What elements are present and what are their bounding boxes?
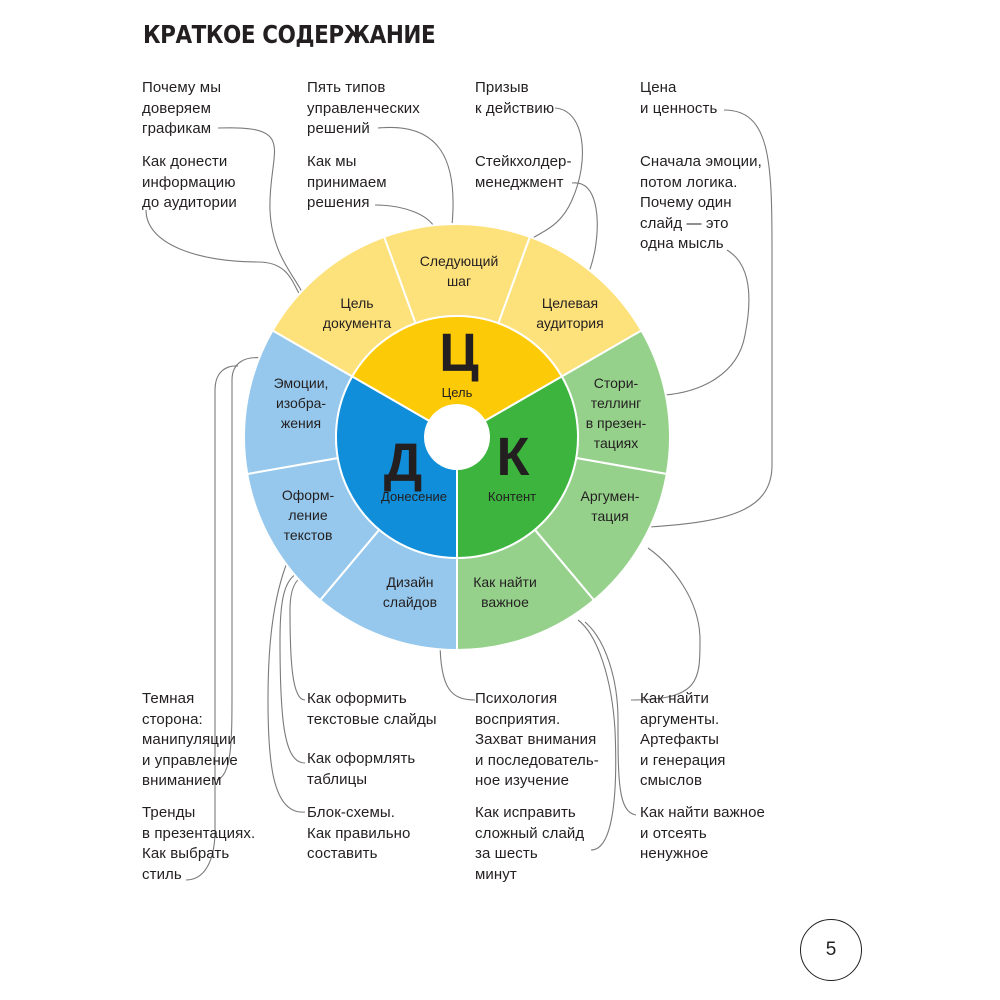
topic-perception-psychology[interactable]: Психология восприятия. Захват внимания и… <box>475 690 599 789</box>
connector-flowcharts <box>267 559 306 813</box>
topic-fix-slide[interactable]: Как исправить сложный слайд за шесть мин… <box>475 804 585 883</box>
topic-five-decision-types[interactable]: Пять типов управленческих решений <box>307 79 420 137</box>
topic-text-slides[interactable]: Как оформить текстовые слайды <box>307 690 437 728</box>
topic-find-important[interactable]: Как найти важное и отсеять ненужное <box>640 804 765 862</box>
connector-how-deliver-info <box>145 209 301 296</box>
connector-perception-psychology <box>439 639 476 701</box>
topic-how-we-decide[interactable]: Как мы принимаем решения <box>307 153 387 211</box>
connector-text-slides <box>289 574 311 701</box>
segment-label-delivery-3: Эмоции,изобра-жения <box>274 375 329 431</box>
page-title: КРАТКОЕ СОДЕРЖАНИЕ <box>143 20 436 49</box>
page-number-text: 5 <box>825 939 837 960</box>
connector-emotions-then-logic <box>664 249 750 396</box>
topic-how-deliver-info[interactable]: Как донести информацию до аудитории <box>142 153 237 211</box>
connector-why-trust-charts <box>217 127 306 301</box>
connector-call-to-action <box>529 107 583 241</box>
connector-fix-slide <box>577 619 617 851</box>
topic-stakeholder-management[interactable]: Стейкхолдер- менеджмент <box>475 153 572 191</box>
sector-label-goal: Цель <box>442 385 473 400</box>
topic-find-arguments[interactable]: Как найти аргументы. Артефакты и генерац… <box>640 690 726 789</box>
topic-why-trust-charts[interactable]: Почему мы доверяем графикам <box>142 79 222 137</box>
connector-trends <box>185 365 239 881</box>
sector-label-content: Контент <box>488 489 536 504</box>
topic-price-and-value[interactable]: Цена и ценность <box>640 79 718 117</box>
connector-find-important <box>584 621 637 816</box>
wheel-center <box>425 405 489 469</box>
topic-call-to-action[interactable]: Призыв к действию <box>475 79 555 117</box>
segment-label-content-2: Аргумен-тация <box>581 488 640 524</box>
connector-find-arguments <box>630 547 701 701</box>
topic-flowcharts[interactable]: Блок-схемы. Как правильно составить <box>307 804 411 862</box>
topic-emotions-then-logic[interactable]: Сначала эмоции, потом логика. Почему оди… <box>640 153 762 252</box>
sector-label-delivery: Донесение <box>381 489 447 504</box>
topic-trends[interactable]: Тренды в презентациях. Как выбрать стиль <box>142 804 256 883</box>
page-number: 5 <box>800 919 862 981</box>
connector-price-and-value <box>647 109 773 528</box>
sector-letter-content: К <box>497 427 531 487</box>
topic-dark-side[interactable]: Темная сторона: манипуляции и управление… <box>142 690 238 789</box>
connector-five-decision-types <box>377 126 454 226</box>
connector-tables <box>279 571 306 764</box>
sector-letter-goal: Ц <box>439 323 479 383</box>
connector-dark-side <box>216 357 263 781</box>
sector-letter-delivery: Д <box>384 433 422 493</box>
topic-tables[interactable]: Как оформлять таблицы <box>307 750 416 788</box>
